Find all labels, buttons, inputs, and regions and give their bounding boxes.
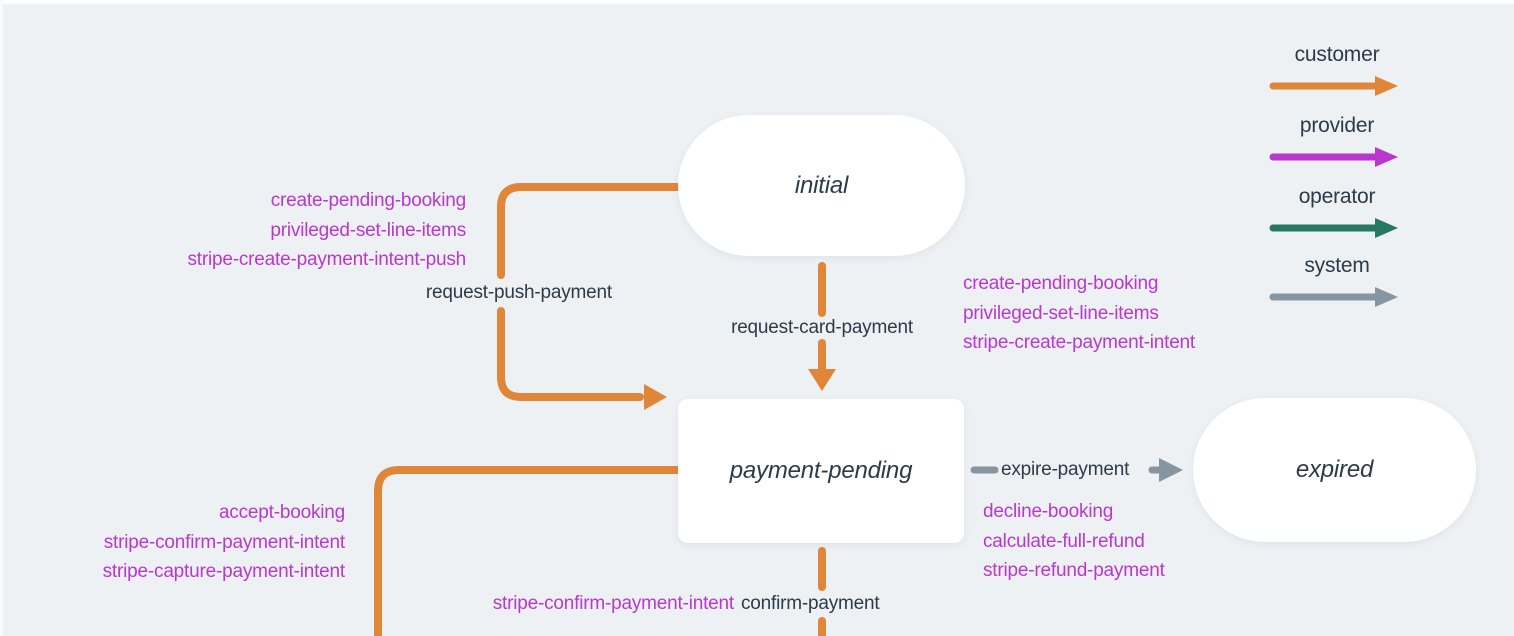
- legend-label-system: system: [1304, 254, 1370, 277]
- action-item: stripe-create-payment-intent: [963, 332, 1196, 353]
- action-item: privileged-set-line-items: [270, 219, 466, 241]
- action-item: stripe-create-payment-intent-push: [187, 249, 466, 270]
- action-item: stripe-confirm-payment-intent: [492, 593, 734, 614]
- state-node-initial: initial: [678, 115, 965, 256]
- action-list-confirm-payment: stripe-confirm-payment-intent: [430, 592, 734, 616]
- legend-label-provider: provider: [1299, 114, 1375, 137]
- action-item: accept-booking: [218, 502, 345, 523]
- action-item: create-pending-booking: [270, 190, 466, 211]
- action-list-request-push-payment: create-pending-booking privileged-set-li…: [100, 186, 466, 275]
- legend-item-operator: operator: [1269, 184, 1405, 240]
- legend-item-provider: provider: [1269, 113, 1405, 169]
- arrowhead-request-card-payment: [808, 369, 836, 391]
- state-label-initial: initial: [794, 171, 849, 199]
- action-item: calculate-full-refund: [983, 530, 1145, 552]
- state-node-expired: expired: [1193, 398, 1476, 542]
- customer-arrow-icon: [1269, 76, 1398, 96]
- legend-item-customer: customer: [1269, 42, 1405, 98]
- legend-label-operator: operator: [1298, 185, 1376, 208]
- operator-arrow-icon: [1269, 218, 1398, 238]
- arrowhead-request-push-payment: [644, 384, 667, 410]
- state-node-payment-pending: payment-pending: [678, 399, 964, 543]
- state-label-expired: expired: [1295, 456, 1374, 483]
- legend-item-system: system: [1269, 253, 1405, 309]
- action-list-expire-payment: decline-booking calculate-full-refund st…: [983, 497, 1313, 586]
- transition-label-request-card-payment: request-card-payment: [731, 317, 913, 338]
- page-edge-top: [0, 0, 1514, 4]
- action-item: create-pending-booking: [963, 273, 1159, 294]
- legend: customer provider operator system: [1269, 0, 1405, 330]
- edge-request-push-payment-upper: [497, 183, 683, 279]
- legend-label-customer: customer: [1294, 43, 1380, 66]
- transition-label-expire-payment: expire-payment: [1001, 459, 1130, 480]
- action-item: stripe-confirm-payment-intent: [103, 531, 345, 553]
- state-label-payment-pending: payment-pending: [729, 457, 913, 484]
- action-item: stripe-capture-payment-intent: [102, 561, 346, 582]
- action-list-request-card-payment: create-pending-booking privileged-set-li…: [963, 269, 1293, 358]
- transition-label-confirm-payment: confirm-payment: [741, 593, 880, 614]
- action-item: stripe-refund-payment: [983, 560, 1165, 581]
- edge-request-push-payment-lower: [497, 307, 644, 401]
- action-list-accept: accept-booking stripe-confirm-payment-in…: [40, 498, 346, 587]
- page-edge-left: [0, 0, 3, 636]
- arrowhead-expire-payment: [1159, 458, 1183, 482]
- provider-arrow-icon: [1269, 147, 1398, 167]
- action-item: privileged-set-line-items: [963, 302, 1159, 324]
- system-arrow-icon: [1269, 287, 1398, 307]
- action-item: decline-booking: [983, 501, 1114, 522]
- transition-label-request-push-payment: request-push-payment: [425, 282, 612, 303]
